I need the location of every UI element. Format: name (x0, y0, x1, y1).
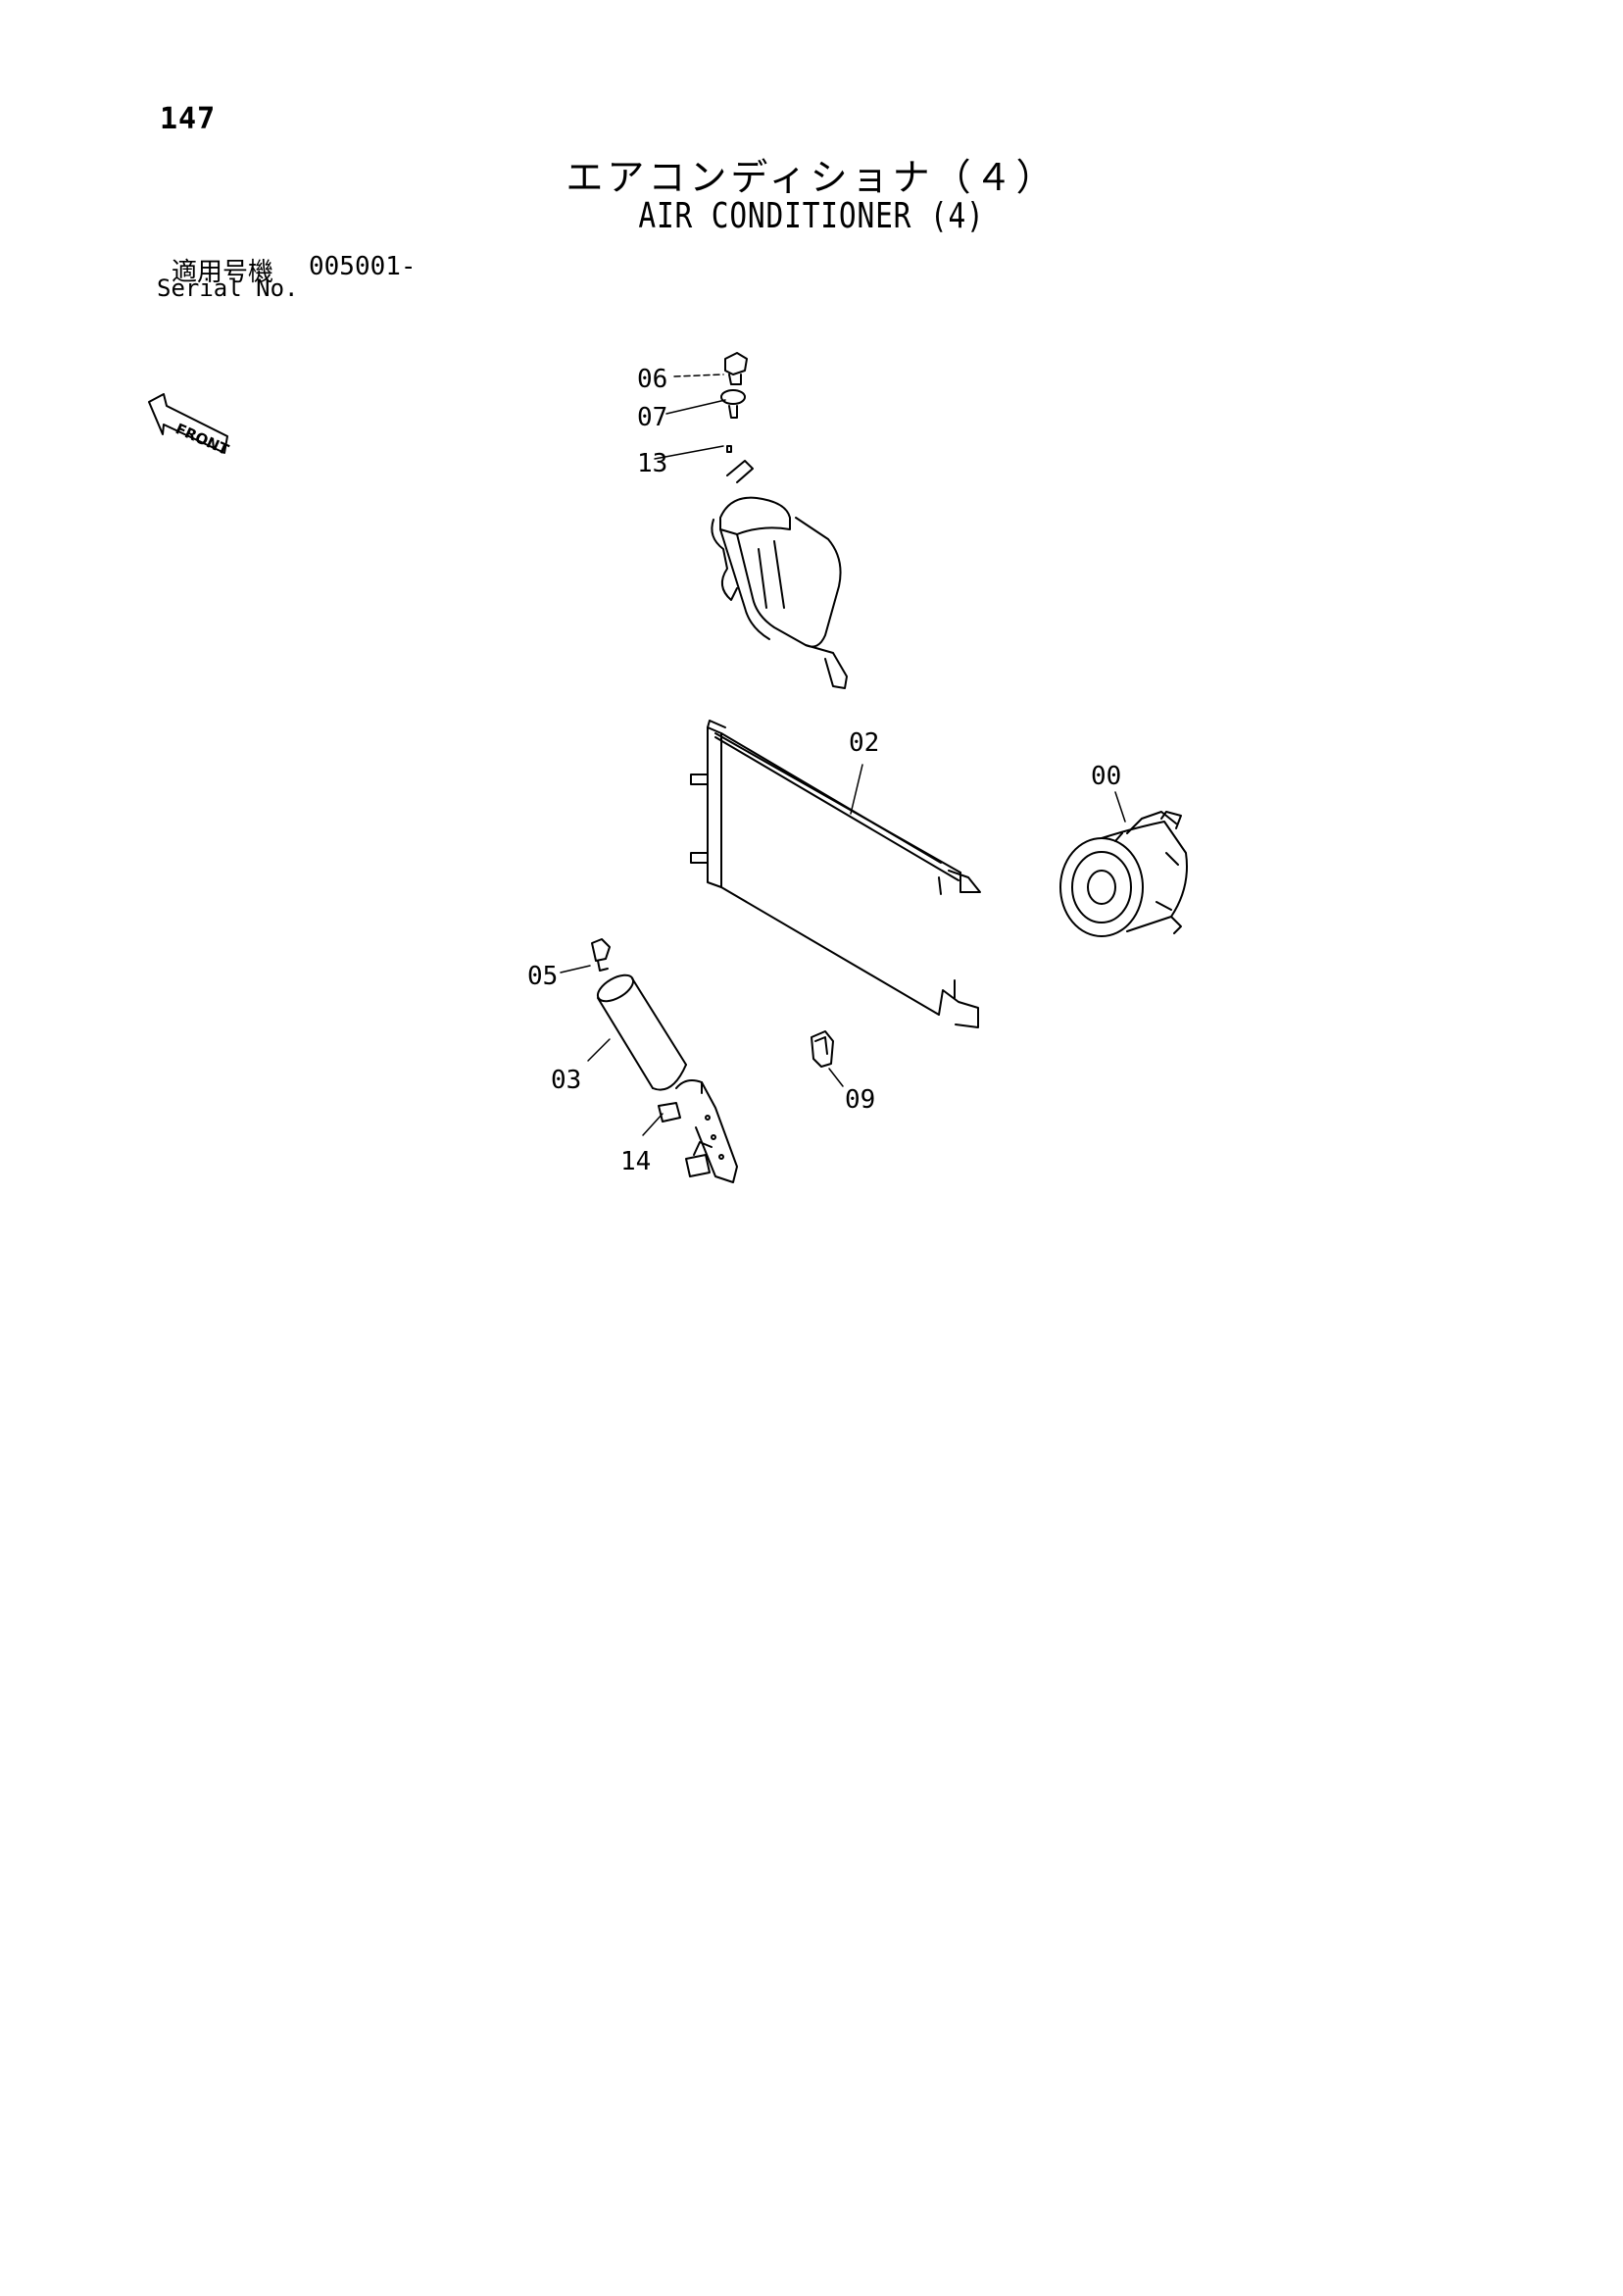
leader-lines (560, 374, 1126, 1136)
serial-label-japanese: 適用号機 (172, 258, 274, 287)
serial-number-value: 005001- (309, 252, 417, 281)
callout-13: 13 (637, 449, 667, 478)
bottle-bracket (658, 1079, 738, 1183)
page-number: 147 (160, 102, 217, 136)
receiver-drier-bottle (591, 938, 687, 1091)
receiver-bracket-assembly (711, 352, 848, 689)
connector-fitting (811, 1030, 834, 1068)
callout-09: 09 (845, 1085, 875, 1115)
callout-05: 05 (527, 962, 558, 991)
callout-02: 02 (849, 728, 879, 758)
serial-label-english: Serial No. (157, 275, 299, 302)
front-label: FRONT (172, 420, 231, 459)
callout-03: 03 (551, 1066, 581, 1095)
front-arrow-icon: FRONT (148, 393, 232, 459)
page-title-japanese: エアコンディショナ（４） (566, 156, 1057, 199)
callout-07: 07 (637, 403, 667, 432)
callout-06: 06 (637, 365, 667, 394)
page-title-english: AIR CONDITIONER (4) (638, 196, 985, 236)
callout-14: 14 (620, 1147, 651, 1176)
compressor (1059, 811, 1188, 937)
callout-00: 00 (1091, 762, 1121, 791)
condenser (690, 720, 981, 1028)
